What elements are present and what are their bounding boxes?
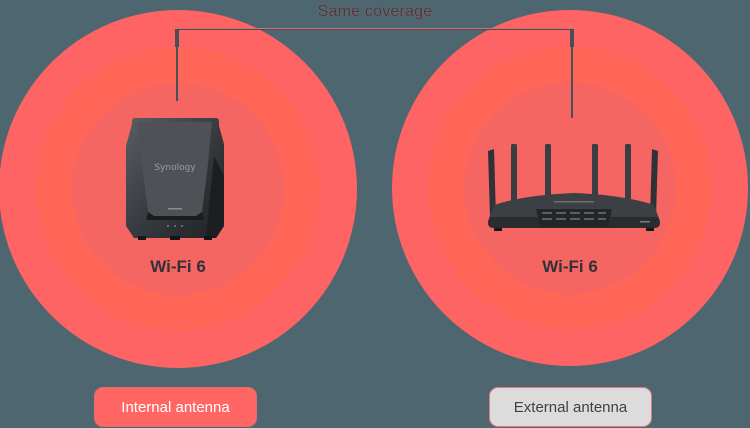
- right-wifi-standard-label: Wi-Fi 6: [542, 257, 598, 276]
- connector-right-drop: [570, 29, 574, 118]
- diagram-title: Same coverage: [317, 3, 433, 20]
- antenna-router-icon: [488, 144, 660, 231]
- connector-line: [176, 29, 573, 30]
- connector-right-cap: [570, 29, 574, 47]
- tower-router-icon: Synology: [126, 118, 224, 240]
- connector-left-cap: [175, 29, 179, 47]
- brand-logo: Synology: [154, 163, 196, 173]
- router-external-antenna-image: [484, 143, 664, 235]
- right-coverage-inner-ring: [464, 82, 676, 294]
- router-internal-antenna-image: Synology: [124, 116, 226, 242]
- connector-left-drop: [175, 29, 179, 101]
- internal-antenna-button[interactable]: Internal antenna: [94, 387, 257, 427]
- left-wifi-standard-label: Wi-Fi 6: [150, 257, 206, 276]
- external-antenna-button[interactable]: External antenna: [489, 387, 652, 427]
